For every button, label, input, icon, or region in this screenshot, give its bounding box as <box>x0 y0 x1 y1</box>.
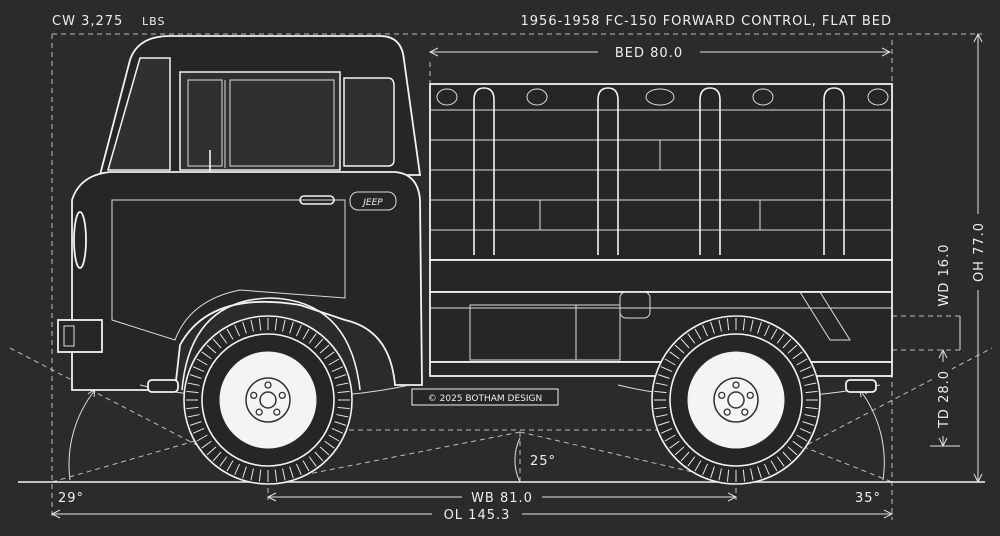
bed-length-label: BED 80.0 <box>615 46 683 61</box>
diagram-title: 1956-1958 FC-150 FORWARD CONTROL, FLAT B… <box>521 14 892 29</box>
curb-weight-unit: LBS <box>142 15 165 28</box>
lug-nut <box>741 408 749 416</box>
svg-text:JEEP: JEEP <box>361 198 383 208</box>
rear-wheel <box>651 315 821 485</box>
lug-nut <box>278 391 286 400</box>
front-wheel <box>183 315 353 485</box>
wheel-diameter-label: WD 16.0 <box>937 244 952 307</box>
lug-nut <box>250 391 258 400</box>
lug-nut <box>255 408 263 416</box>
departure-angle-label: 35° <box>855 491 881 506</box>
lug-nut <box>264 381 272 389</box>
breakover-angle-label: 25° <box>530 454 556 469</box>
wheelbase-label: WB 81.0 <box>471 491 533 506</box>
overall-height-label: OH 77.0 <box>972 222 987 282</box>
lug-nut <box>746 391 754 400</box>
credit-text: © 2025 BOTHAM DESIGN <box>428 394 542 404</box>
cab: JEEP <box>57 35 423 391</box>
lug-nut <box>273 408 281 416</box>
credit-plate <box>411 388 559 406</box>
overall-length-label: OL 145.3 <box>444 508 511 523</box>
curb-weight-label: CW 3,275 <box>52 14 123 29</box>
tire-diameter-label: TD 28.0 <box>937 370 952 429</box>
lug-nut <box>718 391 726 400</box>
lug-nut <box>732 381 740 389</box>
flat-bed <box>429 83 893 377</box>
approach-angle-label: 29° <box>58 491 84 506</box>
lug-nut <box>723 408 731 416</box>
